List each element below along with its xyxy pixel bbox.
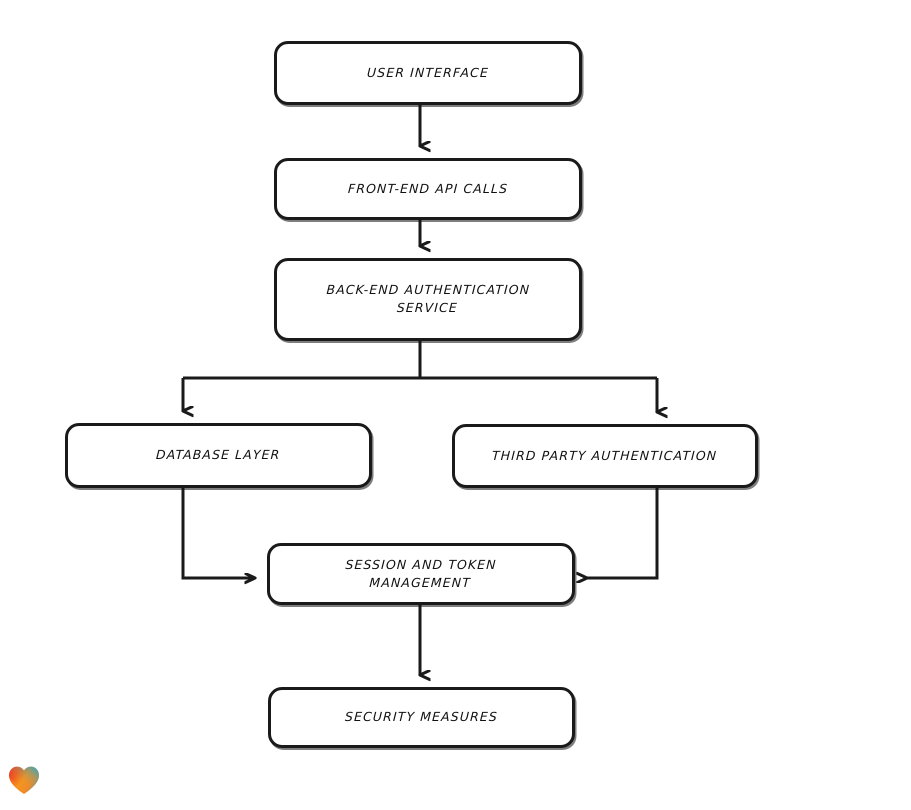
node-security-measures[interactable]: Security Measures [268,687,575,748]
node-label: Third Party Authentication [492,447,719,463]
node-third-party-authentication[interactable]: Third Party Authentication [452,424,758,488]
node-user-interface[interactable]: User Interface [274,41,582,105]
heart-icon [9,766,39,794]
node-label: Session and Token Management [345,556,498,590]
edge-thirdparty-to-session [587,488,659,578]
node-label: Back-End Authentication Service [326,282,531,316]
node-session-and-token-management[interactable]: Session and Token Management [267,543,575,605]
node-label: User Interface [366,64,490,80]
node-label: Database Layer [155,447,282,463]
node-database-layer[interactable]: Database Layer [65,423,372,488]
node-label: Security Measures [344,709,499,725]
edge-database-to-session [181,488,255,578]
node-backend-authentication-service[interactable]: Back-End Authentication Service [274,258,582,341]
node-frontend-api-calls[interactable]: Front-End API Calls [274,158,582,220]
node-label: Front-End API Calls [347,180,509,196]
